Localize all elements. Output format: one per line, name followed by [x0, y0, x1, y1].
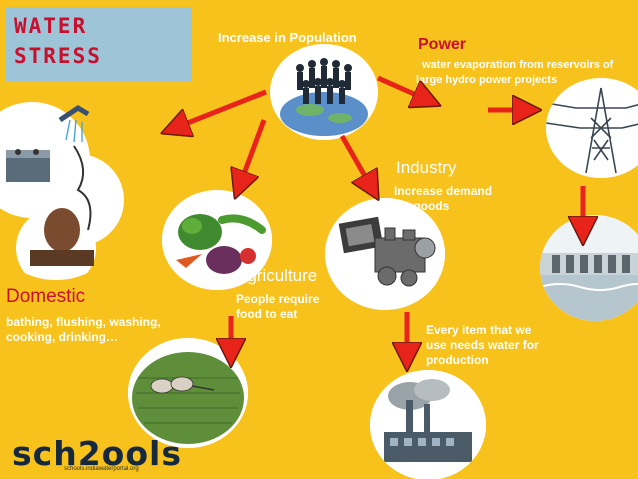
vegetables-icon [162, 190, 272, 290]
ox-field-icon [128, 338, 248, 448]
title-line-1: WATER [14, 14, 88, 38]
agriculture-description: People require food to eat [236, 292, 320, 321]
power-circle [546, 78, 638, 178]
power-heading: Power [418, 36, 467, 53]
production-description: Every item that we use needs water for p… [426, 323, 539, 367]
domestic-description: bathing, flushing, washing, cooking, dri… [6, 315, 161, 344]
pylon-icon [546, 78, 638, 178]
people-globe-icon [280, 58, 368, 136]
production-circle [370, 370, 486, 479]
arrow-to-industry [339, 134, 374, 192]
title-line-2: STRESS [14, 44, 102, 68]
logo-tagline: schools.indiawaterportal.org [64, 466, 139, 472]
title-box: WATER STRESS [6, 7, 192, 81]
arrow-to-domestic [170, 89, 267, 130]
population-circle [270, 44, 378, 140]
industry-heading: Industry [396, 158, 457, 177]
arrow-to-power [376, 75, 432, 102]
schools-logo: sch2ools schools.indiawaterportal.org [12, 434, 182, 473]
agriculture-heading: Agriculture [236, 266, 318, 285]
domestic-heading: Domestic [6, 286, 86, 307]
machinery-icon [325, 198, 445, 310]
domestic-circle [0, 80, 142, 280]
agriculture-circle [162, 190, 272, 290]
industry-circle [325, 198, 445, 310]
factory-icon [370, 370, 486, 479]
shower-icon [0, 102, 124, 280]
arrow-to-agriculture [238, 119, 267, 190]
logo-wordmark: sch2ools [12, 434, 182, 473]
population-label: Increase in Population [218, 30, 357, 45]
power-description: water evaporation from reservoirs of lar… [416, 59, 614, 86]
